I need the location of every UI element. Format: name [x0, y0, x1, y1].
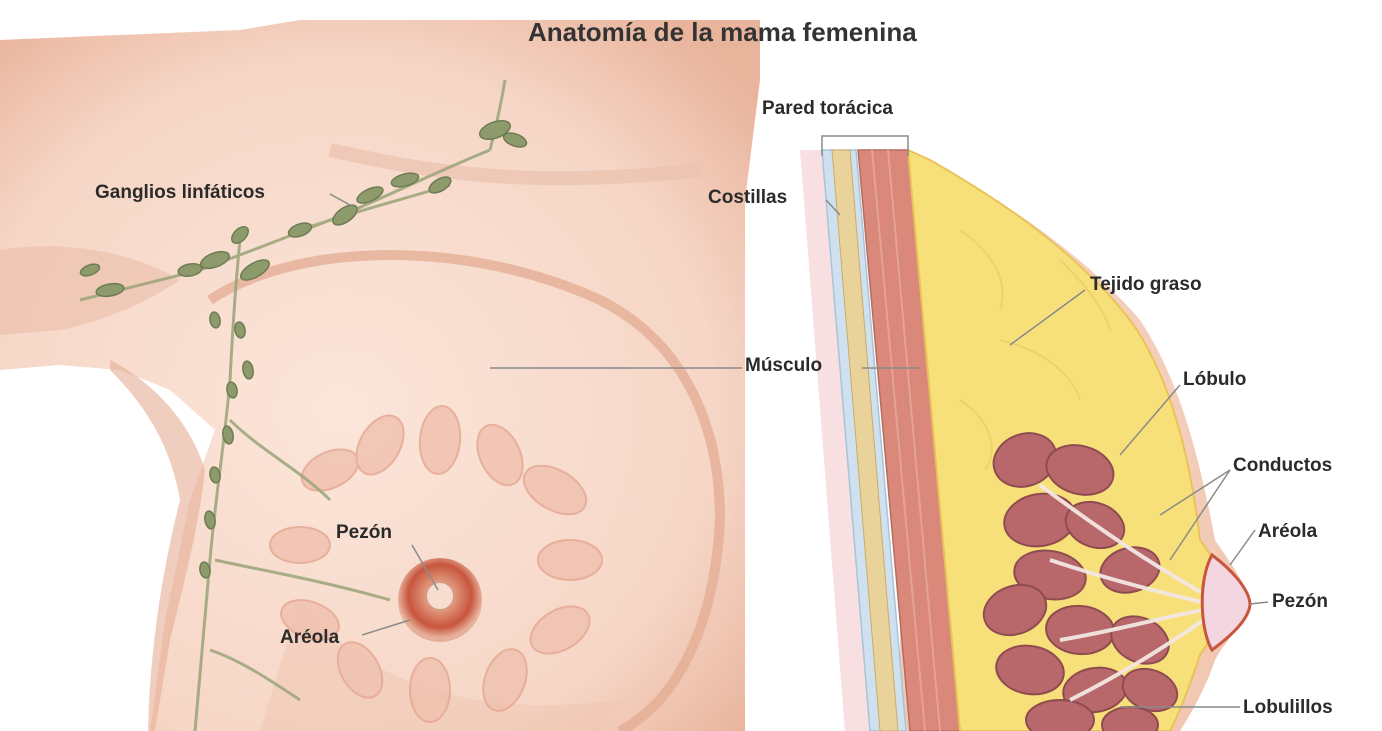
- label-nipple-front: Pezón: [336, 523, 392, 542]
- label-muscle: Músculo: [745, 356, 822, 375]
- torso-skin: [0, 20, 760, 731]
- label-fatty-tissue: Tejido graso: [1090, 275, 1202, 294]
- label-chest-wall: Pared torácica: [762, 99, 893, 118]
- label-areola-section: Aréola: [1258, 522, 1317, 541]
- nipple-front: [426, 582, 454, 610]
- front-view: [0, 20, 760, 731]
- label-ducts: Conductos: [1233, 456, 1332, 475]
- label-lobules: Lobulillos: [1243, 698, 1333, 717]
- label-lobe: Lóbulo: [1183, 370, 1246, 389]
- label-lymph-nodes: Ganglios linfáticos: [95, 183, 265, 202]
- label-ribs: Costillas: [708, 188, 787, 207]
- label-areola-front: Aréola: [280, 628, 339, 647]
- label-nipple-section: Pezón: [1272, 592, 1328, 611]
- figure-title: Anatomía de la mama femenina: [528, 19, 917, 45]
- nipple-section: [1202, 555, 1250, 650]
